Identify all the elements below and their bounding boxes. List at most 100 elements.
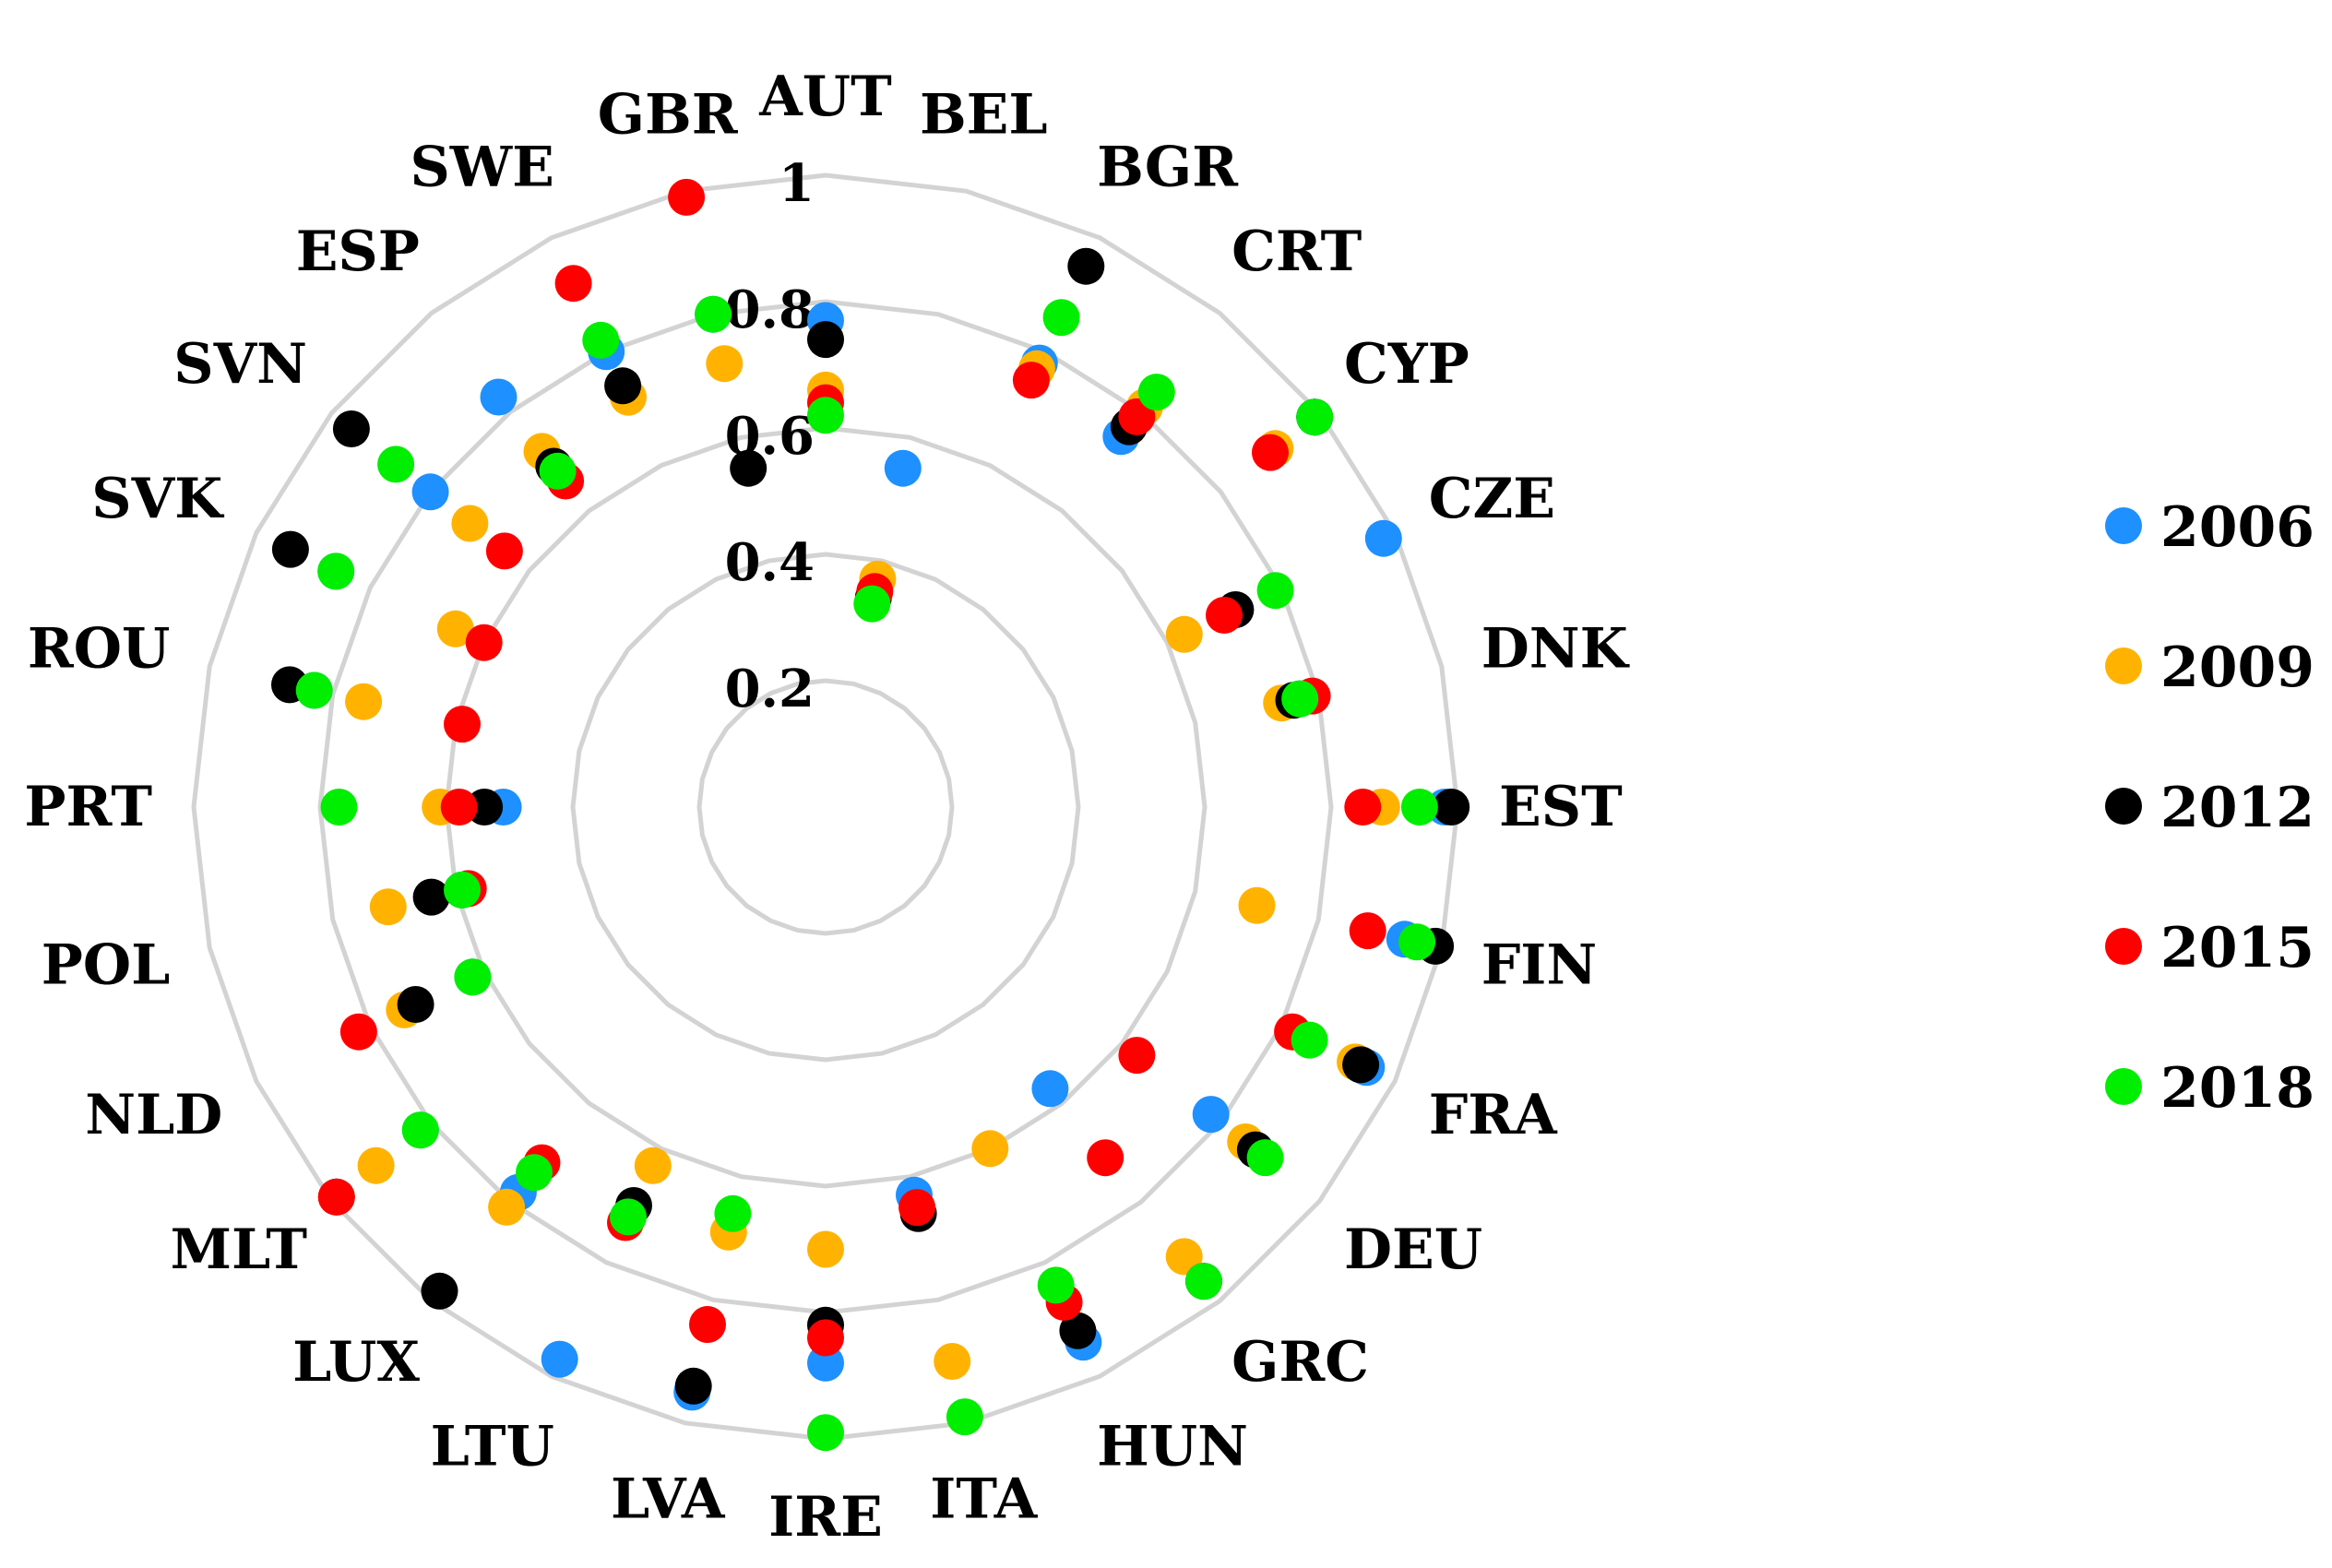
category-label-ire: IRE (768, 1485, 883, 1550)
point-2012-lux (421, 1272, 458, 1310)
tick-label-0: 0.2 (725, 659, 815, 719)
point-2012-bgr (1067, 247, 1105, 285)
point-2006-cze (1364, 519, 1402, 557)
point-2009-lux (488, 1188, 526, 1226)
point-2015-mlt (317, 1178, 355, 1216)
point-2018-aut (807, 397, 844, 434)
point-2006-bel (884, 449, 922, 487)
legend-label-2006: 2006 (2160, 495, 2314, 560)
point-2018-ita (946, 1398, 983, 1436)
category-label-lux: LUX (292, 1330, 420, 1395)
point-2015-ire (807, 1319, 844, 1357)
point-2012-fra (1342, 1046, 1380, 1084)
series-2015 (317, 178, 1386, 1357)
legend-label-2009: 2009 (2160, 636, 2314, 700)
point-2006-deu (1192, 1096, 1230, 1134)
point-2009-svn (451, 505, 489, 542)
point-2018-grc (1185, 1263, 1222, 1301)
legend-marker-2012 (2105, 788, 2142, 825)
series-2018 (295, 295, 1438, 1452)
category-label-ltu: LTU (431, 1415, 554, 1479)
point-2012-lva (674, 1367, 712, 1405)
point-2006-svn (411, 473, 449, 511)
radial-tick-labels: 0.20.40.60.81 (725, 153, 815, 719)
point-2009-grc (1165, 1238, 1203, 1276)
point-2009-rou (345, 683, 383, 720)
point-2018-lva (714, 1194, 752, 1232)
point-2018-cze (1256, 572, 1294, 610)
legend-marker-2006 (2105, 507, 2142, 544)
point-2009-ita (934, 1343, 971, 1380)
category-label-fin: FIN (1481, 932, 1598, 997)
point-2018-deu (1246, 1139, 1284, 1177)
point-2018-bel (853, 585, 891, 623)
category-label-prt: PRT (24, 775, 152, 839)
point-2015-bgr (1012, 362, 1050, 399)
grid-ring-0 (696, 678, 955, 936)
point-2018-rou (295, 671, 333, 709)
grid-ring-1 (570, 552, 1081, 1063)
tick-label-4: 1 (779, 153, 815, 214)
point-2012-svk (271, 530, 309, 568)
point-2006-grc (1031, 1070, 1069, 1108)
tick-label-1: 0.4 (725, 532, 815, 593)
point-2018-prt (320, 789, 358, 826)
point-2015-rou (444, 706, 481, 743)
point-2015-gbr (668, 178, 706, 216)
point-2009-mlt (357, 1146, 395, 1184)
grid-ring-2 (444, 425, 1208, 1189)
point-2012-pol (412, 878, 450, 916)
point-2012-swe (604, 367, 642, 405)
point-2015-est (1344, 789, 1382, 826)
point-2009-ire (807, 1230, 844, 1268)
category-label-est: EST (1499, 775, 1623, 839)
point-2015-nld (339, 1013, 377, 1051)
point-2015-lva (689, 1306, 726, 1343)
point-2009-pol (369, 888, 407, 926)
point-2015-svn (485, 532, 523, 570)
category-label-gbr: GBR (598, 82, 739, 147)
point-2018-fra (1291, 1021, 1328, 1059)
point-2018-est (1400, 789, 1438, 826)
category-label-lva: LVA (611, 1467, 726, 1532)
point-2018-lux (516, 1154, 553, 1192)
category-label-aut: AUT (758, 65, 892, 129)
point-2006-esp (480, 378, 518, 416)
category-label-dnk: DNK (1481, 617, 1630, 682)
point-2012-svn (332, 410, 370, 447)
point-2015-fin (1349, 912, 1386, 950)
category-label-bgr: BGR (1097, 135, 1239, 199)
point-2015-cze (1206, 597, 1243, 634)
point-2012-prt (466, 789, 504, 826)
point-2012-hun (1059, 1312, 1097, 1349)
legend-label-2015: 2015 (2160, 916, 2314, 980)
category-label-mlt: MLT (171, 1218, 308, 1282)
point-2009-gbr (706, 345, 744, 383)
point-2009-svk (436, 610, 474, 647)
point-2009-cze (1165, 615, 1203, 653)
point-2018-ltu (610, 1198, 647, 1236)
point-2018-hun (1037, 1266, 1075, 1304)
series-2009 (345, 345, 1400, 1380)
point-2018-esp (539, 452, 577, 490)
category-label-swe: SWE (410, 135, 553, 199)
series-2006 (295, 295, 1464, 1411)
point-2018-nld (454, 958, 492, 996)
category-label-rou: ROU (28, 617, 170, 682)
point-2015-grc (1087, 1139, 1124, 1177)
point-2018-bgr (1042, 299, 1080, 337)
point-2018-gbr (695, 295, 732, 333)
data-points (271, 178, 1470, 1452)
point-2018-dnk (1281, 680, 1319, 718)
category-label-nld: NLD (85, 1083, 222, 1147)
point-2018-crt (1137, 374, 1175, 411)
point-2015-deu (1118, 1037, 1156, 1075)
category-label-svn: SVN (173, 332, 307, 397)
point-2012-nld (397, 986, 434, 1023)
point-2006-ltu (541, 1340, 578, 1378)
point-2018-pol (444, 871, 481, 909)
category-label-crt: CRT (1231, 220, 1362, 284)
point-2015-cyp (1252, 434, 1289, 471)
